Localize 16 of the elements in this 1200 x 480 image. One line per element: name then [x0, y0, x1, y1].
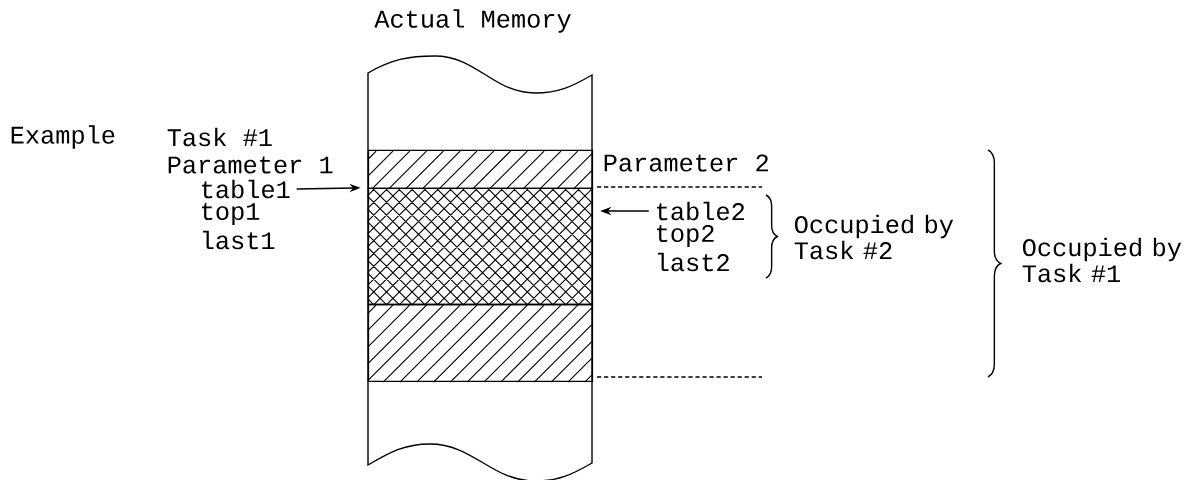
text-label: table2	[657, 201, 744, 221]
text-label: Parameter 2	[604, 154, 768, 172]
crosshatched-band	[367, 187, 594, 306]
text-label: last1	[203, 230, 275, 250]
text-label: Task #1	[167, 127, 272, 147]
text-label: Example	[11, 125, 115, 149]
hatched-band	[367, 303, 594, 383]
text-label: Parameter 1	[168, 156, 333, 174]
text-label: top1	[202, 202, 260, 226]
text-label: Occupied by Task #1	[1022, 237, 1182, 283]
text-label: last2	[658, 252, 729, 272]
text-label: table1	[202, 179, 290, 199]
hatched-band	[367, 149, 594, 190]
text-label: Occupied by Task #2	[794, 214, 954, 260]
text-label: top2	[657, 224, 714, 248]
heading: Actual Memory	[374, 9, 571, 33]
